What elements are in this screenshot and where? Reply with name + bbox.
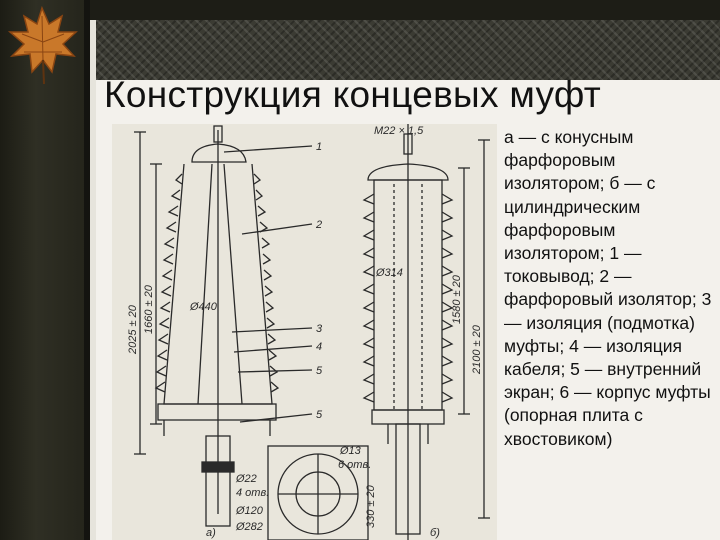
callout-5-b: 5 (316, 409, 323, 421)
diameter-314-label: Ø314 (375, 267, 403, 279)
height-a-insulator-label: 1660 ± 20 (143, 284, 155, 334)
thread-label: М22 × 1,5 (374, 125, 424, 137)
title-pattern-band (96, 20, 720, 80)
height-b-total-label: 2100 ± 20 (471, 324, 483, 375)
autumn-leaf-icon (7, 5, 78, 85)
callout-4: 4 (316, 341, 322, 353)
slide-title: Конструкция концевых муфт (104, 74, 602, 115)
diameter-22-label: Ø22 (235, 473, 257, 485)
callout-5-a: 5 (316, 365, 323, 377)
holes-4-label: 4 отв. (236, 487, 269, 499)
drawing-a-tag: а) (206, 527, 216, 539)
height-a-total-label: 2025 ± 20 (127, 304, 139, 355)
callout-1: 1 (316, 141, 322, 153)
porcelain-sheds-a (154, 173, 280, 393)
figure-caption: а — с конусным фарфоровым изолятором; б … (504, 127, 712, 449)
diameter-120-label: Ø120 (235, 505, 264, 517)
diameter-13-label: Ø13 (339, 445, 362, 457)
left-decorative-strip (0, 0, 90, 540)
porcelain-sheds-b (362, 193, 454, 403)
cable-termination-drawing: М22 × 1,5 1 2 3 4 5 5 Ø440 Ø314 Ø13 6 от… (112, 124, 497, 540)
top-decorative-strip (90, 0, 720, 20)
callout-3: 3 (316, 323, 323, 335)
height-b-insulator-label: 1580 ± 20 (451, 274, 463, 324)
diameter-282-label: Ø282 (235, 521, 263, 533)
termination-a-drawing (134, 125, 369, 540)
drawing-b-tag: б) (430, 527, 440, 539)
callout-2: 2 (315, 219, 322, 231)
height-b-base-label: 330 ± 20 (365, 484, 377, 528)
termination-b-drawing (362, 124, 490, 540)
diameter-440-label: Ø440 (189, 301, 218, 313)
holes-6-label: 6 отв. (338, 459, 371, 471)
